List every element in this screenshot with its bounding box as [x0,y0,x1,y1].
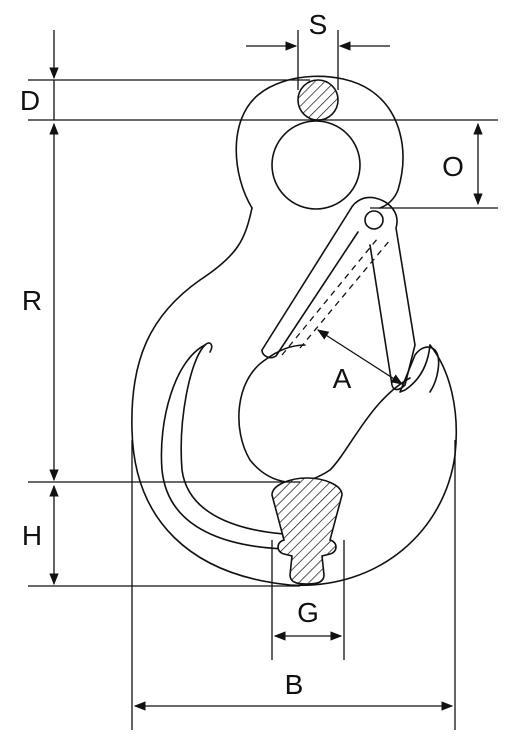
latch-open-position [281,237,391,356]
label-g: G [297,597,319,628]
dimension-lines [28,30,498,730]
label-b: B [285,669,304,700]
eye-hole [271,120,361,210]
label-s: S [309,9,328,40]
hook-throat-curve [238,344,411,484]
eye-outline [235,75,404,209]
latch-outline [261,196,416,391]
label-h: H [22,520,42,551]
a-dimension-arrow [317,329,403,385]
label-r: R [22,285,42,316]
dimension-labels: S D O R A H G B [20,9,464,700]
label-a: A [333,363,352,394]
hook-groove-cap [204,342,213,353]
eye-cross-section [297,79,339,121]
bottom-cross-section [271,477,343,585]
hook-tip [399,344,440,393]
latch-pivot-pin [364,210,384,230]
label-d: D [20,85,40,116]
hook-back-groove-inner [180,344,331,537]
hook-back-groove-outer [160,344,331,550]
label-o: O [442,151,464,182]
latch-left-edge [261,231,359,359]
safety-latch [261,196,416,391]
